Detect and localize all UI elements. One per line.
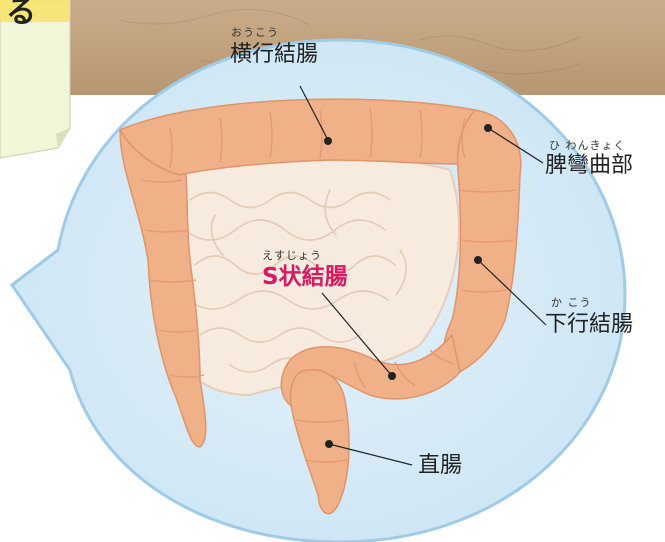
parchment-texture (119, 8, 581, 75)
pointer-dot-splenic (484, 124, 492, 132)
splenic-flexure-label: 脾彎曲部 (545, 153, 634, 178)
corner-note-text: る (6, 0, 36, 30)
pointer-dot-rectum (325, 440, 333, 448)
descending-colon-label: 下行結腸 (545, 312, 634, 337)
rectum-label: 直腸 (418, 453, 463, 478)
colon-haustra (139, 107, 517, 463)
leader-lines (299, 85, 547, 466)
splenic-flexure-ruby: ひ わんきょく (549, 139, 626, 152)
pointer-dot-descending (474, 256, 482, 264)
colon (119, 98, 522, 515)
transverse-colon-ruby: おうこう (231, 26, 279, 39)
transverse-colon-label: 横行結腸 (230, 42, 319, 67)
leader-line-splenic (487, 127, 544, 164)
pointer-dot-sigmoid (388, 372, 396, 380)
leader-line-sigmoid (321, 292, 393, 377)
leader-line-descending (477, 259, 547, 326)
leader-line-transverse (299, 85, 329, 141)
pointer-dot-transverse (324, 137, 332, 145)
descending-colon-ruby: か こう (551, 296, 592, 309)
leader-line-rectum (328, 443, 413, 466)
sigmoid-colon-ruby: えすじょう (262, 249, 322, 262)
sigmoid-colon-label: S状結腸 (262, 264, 348, 290)
pointer-dots (324, 124, 492, 448)
